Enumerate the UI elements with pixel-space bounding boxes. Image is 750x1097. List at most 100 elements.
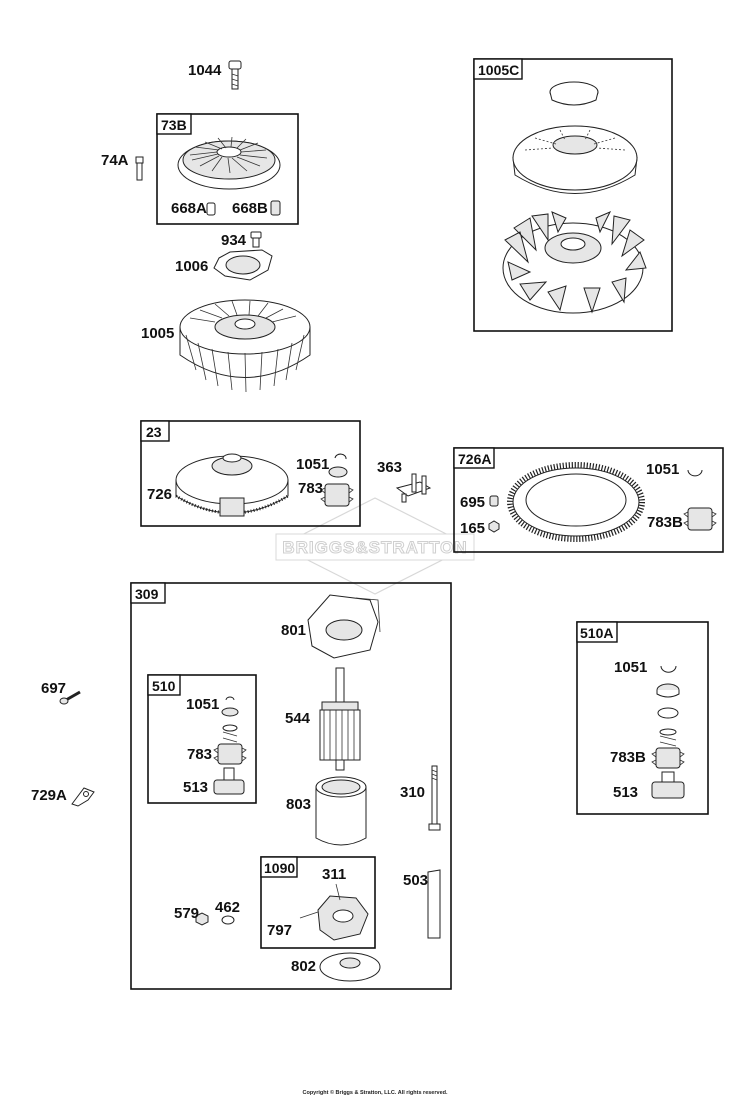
label-797: 797 — [267, 922, 292, 939]
part-668A-spacer[interactable] — [206, 202, 216, 216]
tag-23-label: 23 — [146, 424, 162, 440]
part-1005C-fan[interactable] — [502, 211, 647, 314]
label-1051-d: 1051 — [614, 659, 647, 676]
part-1006-plate[interactable] — [213, 249, 273, 281]
label-783-a: 783 — [298, 480, 323, 497]
label-801: 801 — [281, 622, 306, 639]
part-510A-spring[interactable] — [659, 728, 677, 747]
tag-23 — [140, 420, 170, 442]
part-579-nut[interactable] — [195, 912, 209, 926]
copyright-notice: Copyright © Briggs & Stratton, LLC. All … — [302, 1089, 448, 1096]
part-783-gear-c[interactable] — [213, 743, 247, 765]
tag-1005C — [473, 58, 523, 80]
tag-510-label: 510 — [152, 678, 176, 694]
tag-726A-label: 726A — [458, 451, 491, 467]
label-311: 311 — [322, 866, 346, 883]
part-74A-screw[interactable] — [135, 156, 144, 181]
part-513-drive-d[interactable] — [651, 771, 685, 799]
tag-73B-label: 73B — [161, 117, 187, 133]
tag-309 — [130, 582, 166, 604]
part-510A-clip[interactable] — [660, 665, 677, 673]
part-1044-bolt[interactable] — [228, 60, 242, 90]
part-695-screw[interactable] — [489, 495, 499, 507]
label-934: 934 — [221, 232, 247, 249]
label-802: 802 — [291, 958, 316, 975]
tag-309-label: 309 — [135, 586, 159, 602]
part-1051-clip-b[interactable] — [687, 469, 703, 477]
box-1090 — [260, 856, 376, 949]
part-510-spring[interactable] — [222, 724, 238, 743]
label-783B: 783B — [647, 514, 683, 531]
box-510A — [576, 621, 709, 815]
label-726: 726 — [147, 486, 172, 503]
tag-1090 — [260, 856, 298, 878]
tag-1090-label: 1090 — [264, 860, 295, 876]
part-783B-gear-d[interactable] — [651, 747, 685, 769]
watermark-text: BRIGGS&STRATTON — [282, 538, 467, 557]
part-726-flywheel[interactable] — [175, 453, 289, 517]
part-803-housing[interactable] — [315, 776, 367, 846]
label-165: 165 — [460, 520, 485, 537]
label-462: 462 — [215, 899, 240, 916]
tag-73B — [156, 113, 192, 135]
part-310-through-bolt[interactable] — [428, 765, 441, 831]
part-1005-fan[interactable] — [179, 299, 311, 393]
label-729A: 729A — [31, 787, 67, 804]
part-697-screw[interactable] — [59, 690, 81, 705]
part-729A-clip[interactable] — [71, 787, 95, 807]
part-544-armature[interactable] — [319, 667, 361, 771]
label-803: 803 — [286, 796, 311, 813]
part-726A-ring-gear[interactable] — [507, 462, 645, 542]
label-513: 513 — [183, 779, 208, 796]
part-802-end-cap[interactable] — [319, 952, 381, 982]
tag-726A — [453, 447, 495, 469]
label-783B-d: 783B — [610, 749, 646, 766]
label-783-c: 783 — [187, 746, 212, 763]
label-1051-c: 1051 — [186, 696, 219, 713]
part-668B-spacer[interactable] — [270, 200, 281, 216]
part-503-strap[interactable] — [427, 869, 441, 939]
label-1006: 1006 — [175, 258, 208, 275]
box-726A — [453, 447, 724, 553]
label-74A: 74A — [101, 152, 129, 169]
part-462-washer[interactable] — [221, 915, 235, 925]
label-695: 695 — [460, 494, 485, 511]
part-510-collar[interactable] — [221, 707, 239, 717]
part-783B-gear-b[interactable] — [683, 507, 717, 531]
part-801-end-cap[interactable] — [307, 594, 381, 659]
label-1051-b: 1051 — [646, 461, 679, 478]
part-1090-brush-plate[interactable] — [299, 883, 369, 941]
tag-510A — [576, 621, 618, 643]
part-1051-clip-a[interactable] — [328, 453, 348, 478]
part-510-clip[interactable] — [225, 696, 235, 701]
label-503: 503 — [403, 872, 428, 889]
box-309 — [130, 582, 452, 990]
part-1005C-screen[interactable] — [512, 125, 638, 194]
label-697: 697 — [41, 680, 66, 697]
label-310: 310 — [400, 784, 425, 801]
label-544: 544 — [285, 710, 311, 727]
box-510 — [147, 674, 257, 804]
label-579: 579 — [174, 905, 199, 922]
part-934-screw[interactable] — [250, 231, 262, 248]
part-783-gear-a[interactable] — [320, 483, 354, 507]
part-1005C-cap[interactable] — [549, 81, 599, 106]
box-73B — [156, 113, 299, 225]
label-1005: 1005 — [141, 325, 174, 342]
tag-510 — [147, 674, 181, 696]
label-1051-a: 1051 — [296, 456, 329, 473]
tag-1005C-label: 1005C — [478, 62, 519, 78]
watermark-logo: BRIGGS&STRATTON — [275, 497, 475, 595]
part-363-bracket[interactable] — [395, 473, 432, 503]
part-510A-collar[interactable] — [656, 683, 680, 698]
label-363: 363 — [377, 459, 402, 476]
part-165-nut[interactable] — [488, 520, 500, 533]
part-73B-screen[interactable] — [177, 136, 281, 190]
part-510A-washer[interactable] — [657, 707, 679, 719]
label-668A: 668A — [171, 200, 207, 217]
box-1005C — [473, 58, 673, 332]
label-668B: 668B — [232, 200, 268, 217]
part-513-drive[interactable] — [213, 767, 245, 795]
tag-510A-label: 510A — [580, 625, 613, 641]
